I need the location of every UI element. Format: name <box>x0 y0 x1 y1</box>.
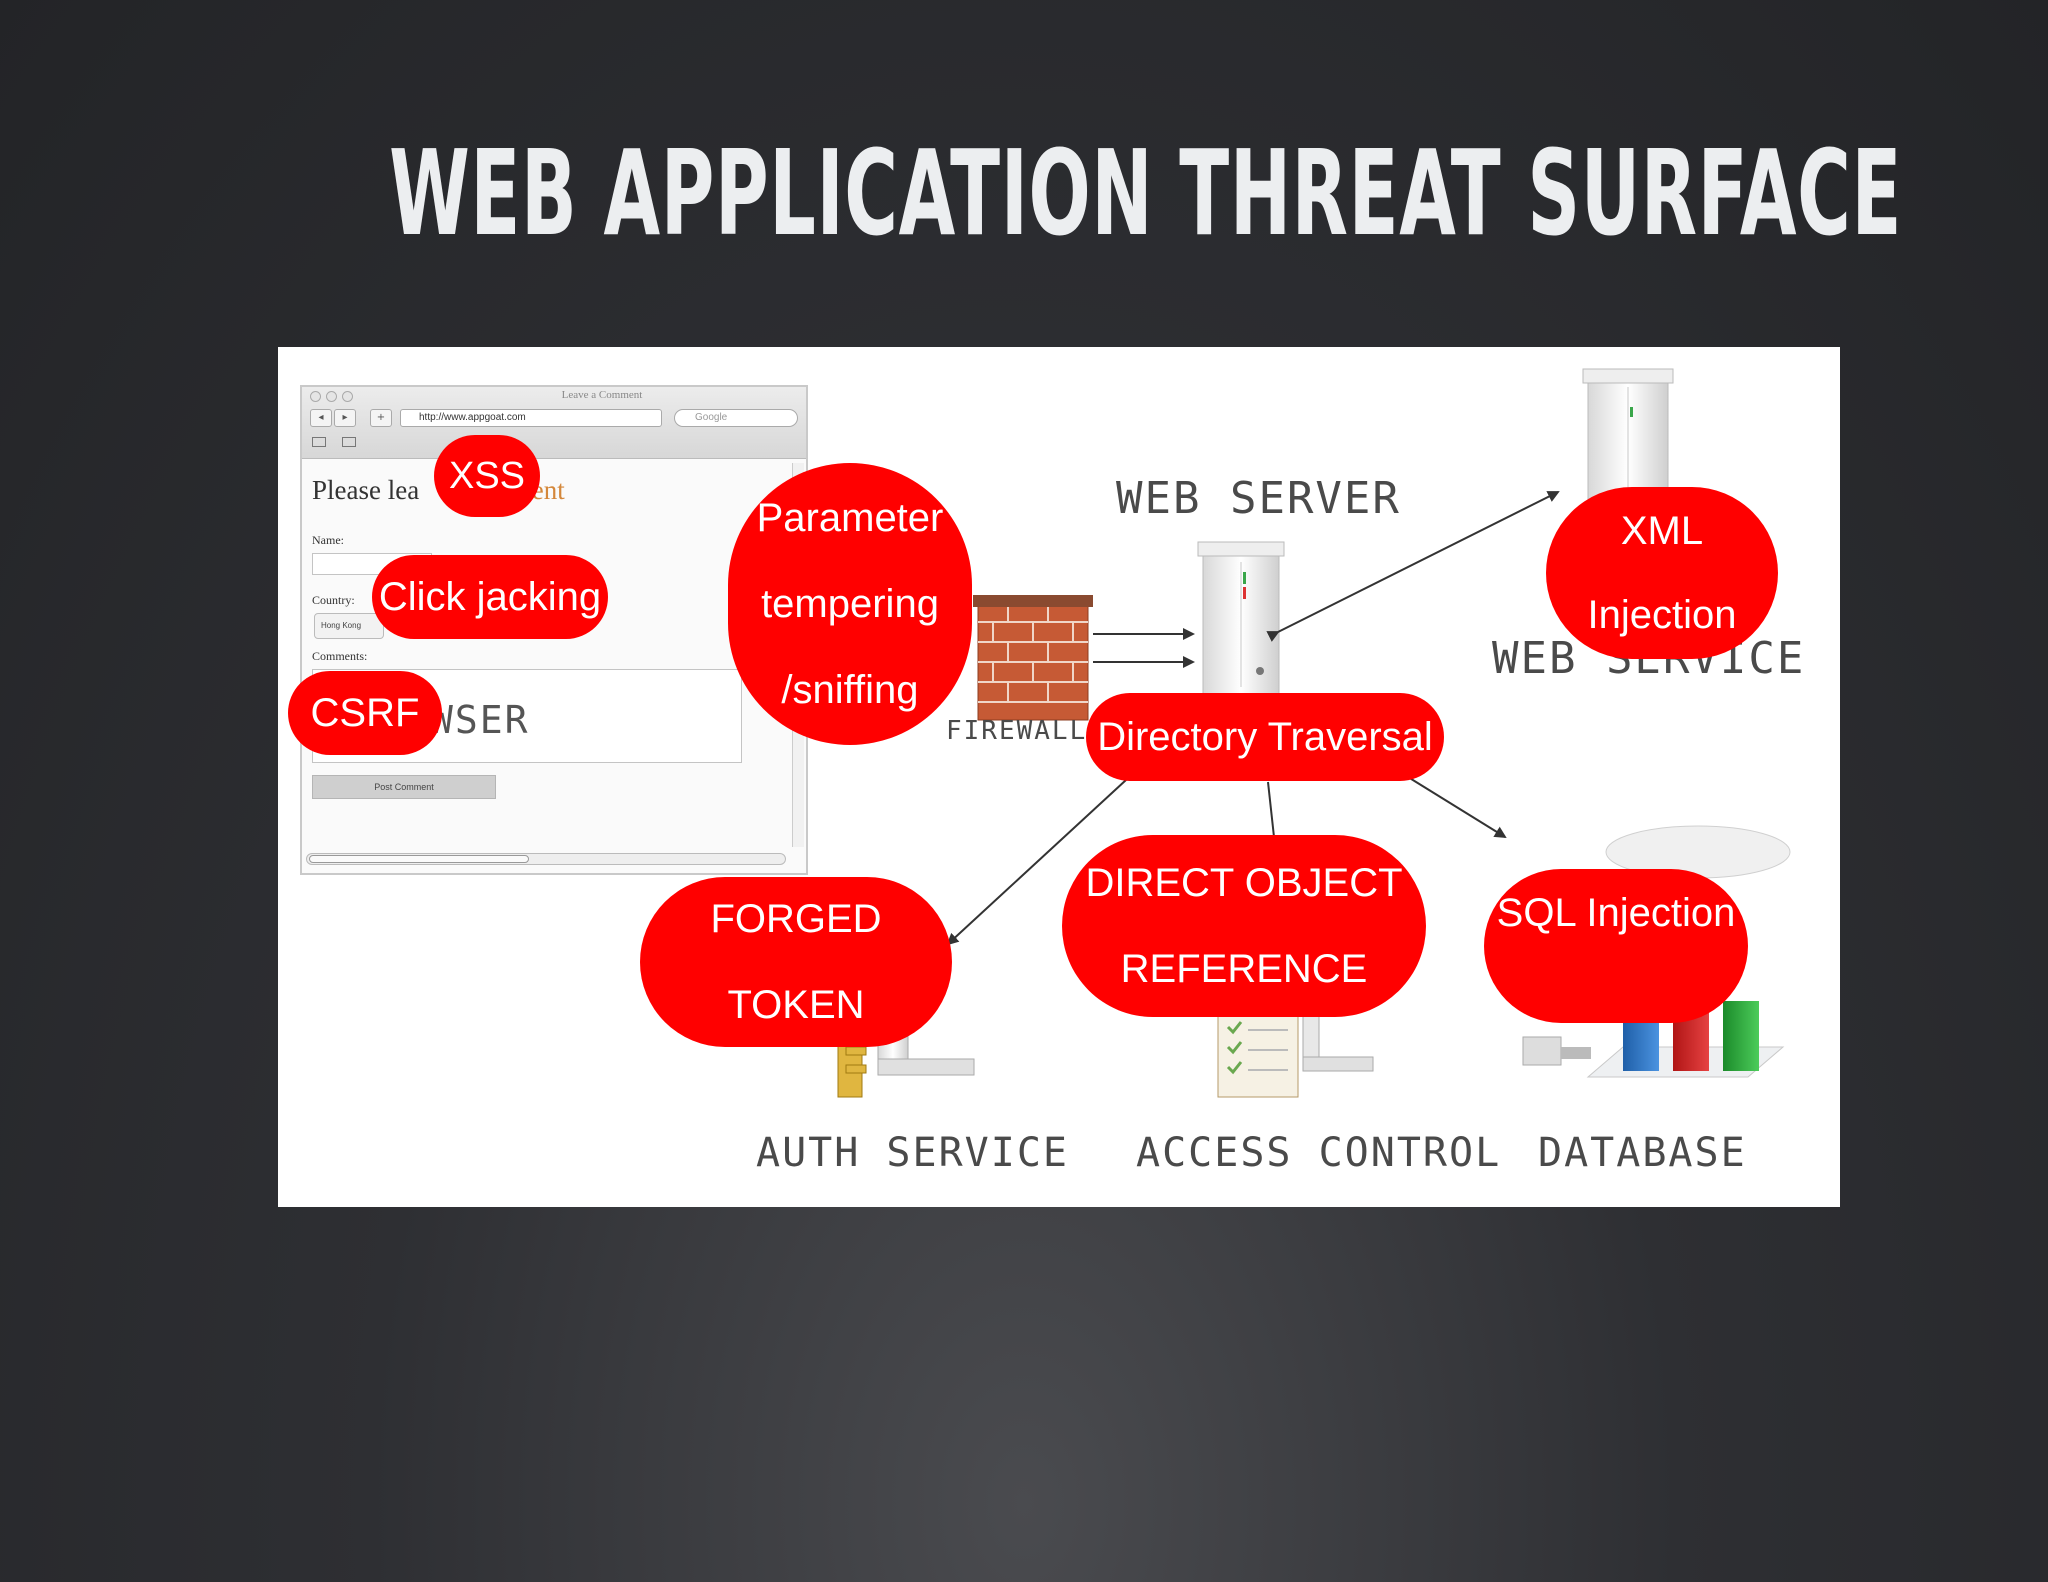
server-auth-arrow <box>946 779 1127 946</box>
access-control-icon <box>1217 1006 1374 1098</box>
horizontal-scrollbar <box>306 853 786 865</box>
server-database-arrow <box>1407 776 1507 839</box>
web-server-label: WEB SERVER <box>1116 473 1401 524</box>
browser-window-title: Leave a Comment <box>561 389 643 401</box>
server-access-line <box>1267 781 1275 838</box>
name-label: Name: <box>312 533 344 547</box>
country-select: Hong Kong <box>314 613 384 639</box>
scrollbar-thumb <box>309 855 529 863</box>
threat-sql-injection: SQL Injection <box>1484 869 1748 1023</box>
add-bookmark-icon: + <box>370 409 392 427</box>
threat-parameter-tampering: Parameter tempering /sniffing <box>728 463 972 745</box>
url-bar: http://www.appgoat.com <box>400 409 662 427</box>
threat-directory-traversal: Directory Traversal <box>1086 693 1444 781</box>
slide-title: WEB APPLICATION THREAT SURFACE <box>389 124 1903 262</box>
comments-label: Comments: <box>312 649 368 663</box>
bookmarks-book-icon <box>312 437 326 447</box>
auth-service-label: AUTH SERVICE <box>756 1130 1069 1176</box>
threat-csrf: CSRF <box>288 671 442 755</box>
threat-click-jacking: Click jacking <box>372 555 608 639</box>
back-icon: ◂ <box>310 409 332 427</box>
browser-sketch-label: WSER <box>430 698 530 742</box>
top-sites-grid-icon <box>342 437 356 447</box>
window-close-icon <box>310 391 321 402</box>
threat-direct-object-reference: DIRECT OBJECT REFERENCE <box>1062 835 1426 1017</box>
threat-xml-injection: XML Injection <box>1546 487 1778 659</box>
firewall-label: FIREWALL <box>946 716 1088 746</box>
web-server-icon <box>1197 541 1285 696</box>
server-web-service-arrow <box>1266 491 1560 642</box>
threat-xss: XSS <box>434 435 540 517</box>
window-zoom-icon <box>342 391 353 402</box>
window-minimize-icon <box>326 391 337 402</box>
firewall-icon <box>973 595 1093 721</box>
database-label: DATABASE <box>1538 1130 1747 1176</box>
post-comment-button: Post Comment <box>312 775 496 799</box>
browser-toolbar: Leave a Comment ◂ ▸ + http://www.appgoat… <box>302 387 806 459</box>
forward-icon: ▸ <box>334 409 356 427</box>
heading-start: Please lea <box>312 475 420 505</box>
threat-forged-token: FORGED TOKEN <box>640 877 952 1047</box>
threat-diagram: Leave a Comment ◂ ▸ + http://www.appgoat… <box>278 347 1840 1207</box>
country-label: Country: <box>312 593 355 607</box>
access-control-label: ACCESS CONTROL <box>1136 1130 1502 1176</box>
browser-search-field: Google <box>674 409 798 427</box>
